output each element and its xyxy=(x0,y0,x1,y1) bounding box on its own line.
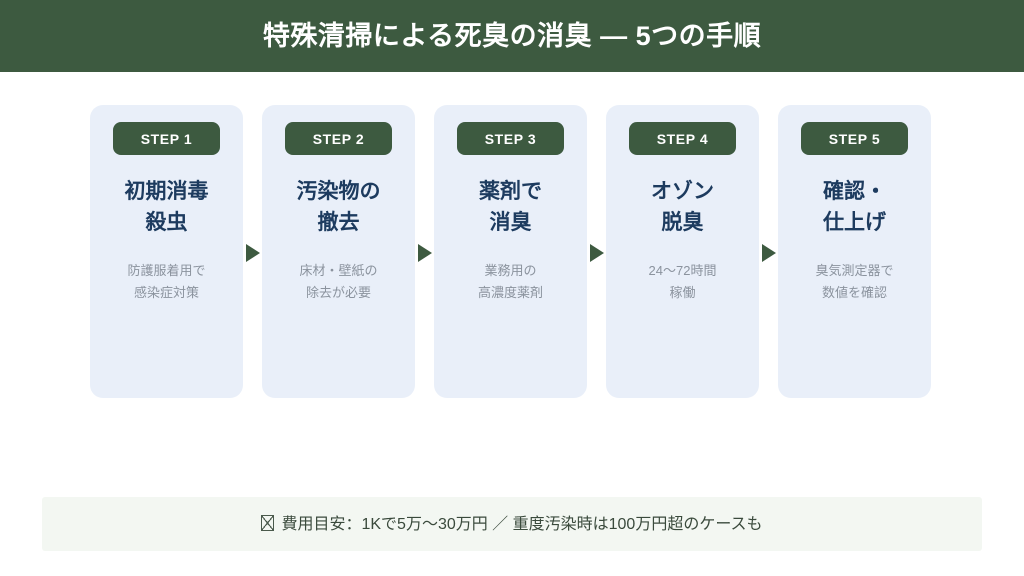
step-card-1[interactable]: STEP 1 初期消毒 殺虫 防護服着用で 感染症対策 xyxy=(90,105,243,398)
footer-note-text: 費用目安：1Kで5万〜30万円 ／ 重度汚染時は100万円超のケースも xyxy=(281,516,763,533)
step-title-1: 初期消毒 殺虫 xyxy=(124,180,209,234)
step-card-5[interactable]: STEP 5 確認・ 仕上げ 臭気測定器で 数値を確認 xyxy=(778,105,931,398)
step-badge-5: STEP 5 xyxy=(801,122,908,155)
step-title-5: 確認・ 仕上げ xyxy=(823,180,886,234)
step-title-3: 薬剤で 消臭 xyxy=(479,180,542,234)
header-band: 特殊清掃による死臭の消臭 ― 5つの手順 xyxy=(0,0,1024,72)
step-card-3[interactable]: STEP 3 薬剤で 消臭 業務用の 高濃度薬剤 xyxy=(434,105,587,398)
step-card-4[interactable]: STEP 4 オゾン 脱臭 24〜72時間 稼働 xyxy=(606,105,759,398)
step-badge-label-5: STEP 5 xyxy=(828,130,881,147)
step-connector-1 xyxy=(243,105,262,398)
step-badge-4: STEP 4 xyxy=(629,122,736,155)
step-badge-label-3: STEP 3 xyxy=(484,130,537,147)
steps-row: STEP 1 初期消毒 殺虫 防護服着用で 感染症対策 STEP 2 汚染物の … xyxy=(90,105,934,398)
step-connector-2 xyxy=(415,105,434,398)
step-connector-3 xyxy=(587,105,606,398)
step-badge-1: STEP 1 xyxy=(113,122,220,155)
footer-note-band: 費用目安：1Kで5万〜30万円 ／ 重度汚染時は100万円超のケースも xyxy=(42,497,982,551)
step-title-4: オゾン 脱臭 xyxy=(651,180,714,234)
page-title: 特殊清掃による死臭の消臭 ― 5つの手順 xyxy=(262,20,762,51)
triangle-right-icon xyxy=(762,244,776,262)
missing-glyph-box-icon xyxy=(261,515,275,531)
step-connector-4 xyxy=(759,105,778,398)
step-badge-2: STEP 2 xyxy=(285,122,392,155)
triangle-right-icon xyxy=(418,244,432,262)
step-badge-label-1: STEP 1 xyxy=(140,130,193,147)
step-title-2: 汚染物の 撤去 xyxy=(296,180,381,234)
step-desc-3: 業務用の 高濃度薬剤 xyxy=(477,263,543,300)
step-desc-4: 24〜72時間 稼働 xyxy=(648,263,717,300)
step-desc-2: 床材・壁紙の 除去が必要 xyxy=(299,263,378,300)
step-badge-3: STEP 3 xyxy=(457,122,564,155)
step-desc-1: 防護服着用で 感染症対策 xyxy=(127,263,206,300)
step-desc-5: 臭気測定器で 数値を確認 xyxy=(815,263,894,300)
step-card-2[interactable]: STEP 2 汚染物の 撤去 床材・壁紙の 除去が必要 xyxy=(262,105,415,398)
footer-note: 費用目安：1Kで5万〜30万円 ／ 重度汚染時は100万円超のケースも xyxy=(261,515,763,533)
step-badge-label-2: STEP 2 xyxy=(312,130,365,147)
triangle-right-icon xyxy=(246,244,260,262)
step-badge-label-4: STEP 4 xyxy=(656,130,709,147)
triangle-right-icon xyxy=(590,244,604,262)
